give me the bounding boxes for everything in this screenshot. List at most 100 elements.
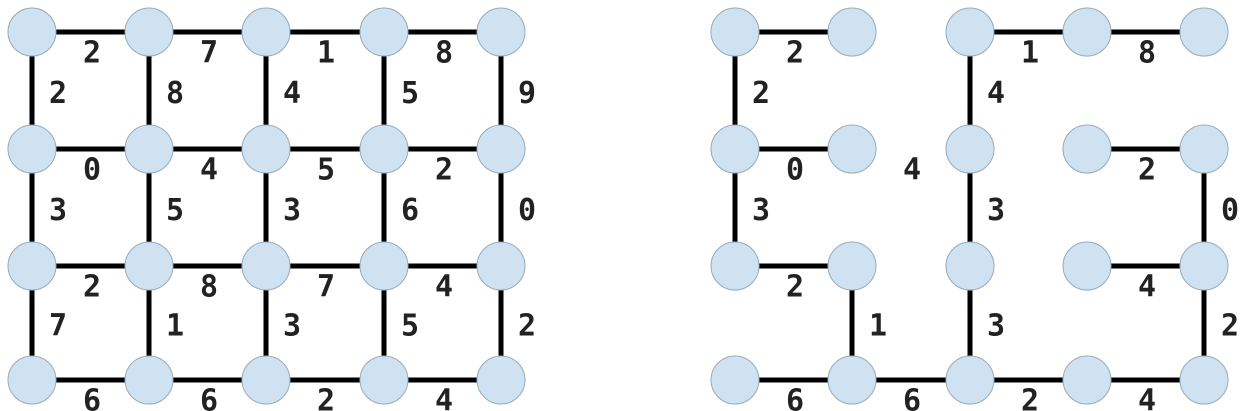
graph-node [476,124,526,174]
graph-node [241,7,291,57]
graph-node [7,355,57,405]
edge-weight-label: 4 [435,270,453,305]
edge-weight-label: 7 [49,309,67,344]
edge-weight-label: 8 [1138,36,1156,71]
graph-node [476,355,526,405]
edge-weight-label: 7 [317,270,335,305]
edge-weight-label: 5 [166,193,184,228]
edge-weight-label: 0 [1221,193,1239,228]
graph-node [124,241,174,291]
graph-node [827,7,877,57]
edge-weight-label: 3 [987,309,1005,344]
graph-node [241,124,291,174]
edge-weight-label: 0 [83,153,101,188]
edge-weight-label: 3 [283,309,301,344]
edge-weight-label: 6 [200,384,218,411]
graph-node [1179,241,1229,291]
graph-node [1179,7,1229,57]
node-layer [7,7,526,405]
graph-node [1062,7,1112,57]
graph-node [241,355,291,405]
graph-node [1179,355,1229,405]
edge-weight-label: 8 [200,270,218,305]
edge-weight-label: 5 [317,153,335,188]
graph-node [710,7,760,57]
edge-weight-label: 2 [83,36,101,71]
edge-weight-label: 2 [1021,384,1039,411]
edge-weight-label: 4 [283,76,301,111]
graph-node [945,241,995,291]
edge-weight-label: 2 [1221,309,1239,344]
edge-weight-label: 2 [518,309,536,344]
graph-node [359,124,409,174]
graph-node [945,7,995,57]
graph-node [476,7,526,57]
graph-node [827,124,877,174]
edge-weight-label: 2 [752,76,770,111]
edge-weight-label: 2 [435,153,453,188]
graph-node [7,7,57,57]
edge-weight-label: 0 [786,153,804,188]
graph-node [359,355,409,405]
graph-node [241,241,291,291]
edge-weight-label: 4 [903,153,921,188]
graph-node [827,241,877,291]
graph-node [710,241,760,291]
edge-weight-label: 1 [1021,36,1039,71]
graph-node [124,7,174,57]
edge-weight-label: 8 [435,36,453,71]
node-layer [710,7,1229,405]
edge-weight-label: 8 [166,76,184,111]
graph-node [1062,241,1112,291]
graph-node [1062,355,1112,405]
edge-weight-label: 1 [869,309,887,344]
edge-weight-label: 2 [786,36,804,71]
graph-node [1062,124,1112,174]
edge-layer [732,29,1207,383]
edge-weight-label: 2 [1138,153,1156,188]
edge-weight-label: 6 [83,384,101,411]
edge-weight-label: 6 [786,384,804,411]
graph-node [7,124,57,174]
graph-node [945,355,995,405]
graph-node [124,124,174,174]
edge-weight-label: 2 [49,76,67,111]
graph-node [710,124,760,174]
graph-node [359,7,409,57]
edge-weight-label: 4 [987,76,1005,111]
edge-weight-label: 6 [903,384,921,411]
edge-weight-label: 9 [518,76,536,111]
graph-node [124,355,174,405]
graph-node [359,241,409,291]
edge-weight-label: 3 [49,193,67,228]
edge-weight-label: 2 [83,270,101,305]
edge-weight-label: 4 [1138,270,1156,305]
graph-node [710,355,760,405]
edge-weight-label: 5 [401,309,419,344]
edge-weight-label: 6 [401,193,419,228]
graph-node [7,241,57,291]
edge-layer [29,29,504,383]
edge-weight-label: 5 [401,76,419,111]
graph-node [945,124,995,174]
edge-weight-label: 4 [200,153,218,188]
graph-node [476,241,526,291]
edge-weight-label: 1 [317,36,335,71]
edge-weight-label: 0 [518,193,536,228]
edge-weight-label: 4 [1138,384,1156,411]
edge-weight-label: 3 [283,193,301,228]
graph-node [1179,124,1229,174]
edge-weight-label: 3 [987,193,1005,228]
edge-weight-label: 4 [435,384,453,411]
edge-weight-label: 7 [200,36,218,71]
graph-node [827,355,877,405]
edge-weight-label: 2 [317,384,335,411]
edge-weight-label: 1 [166,309,184,344]
edge-weight-label: 2 [786,270,804,305]
